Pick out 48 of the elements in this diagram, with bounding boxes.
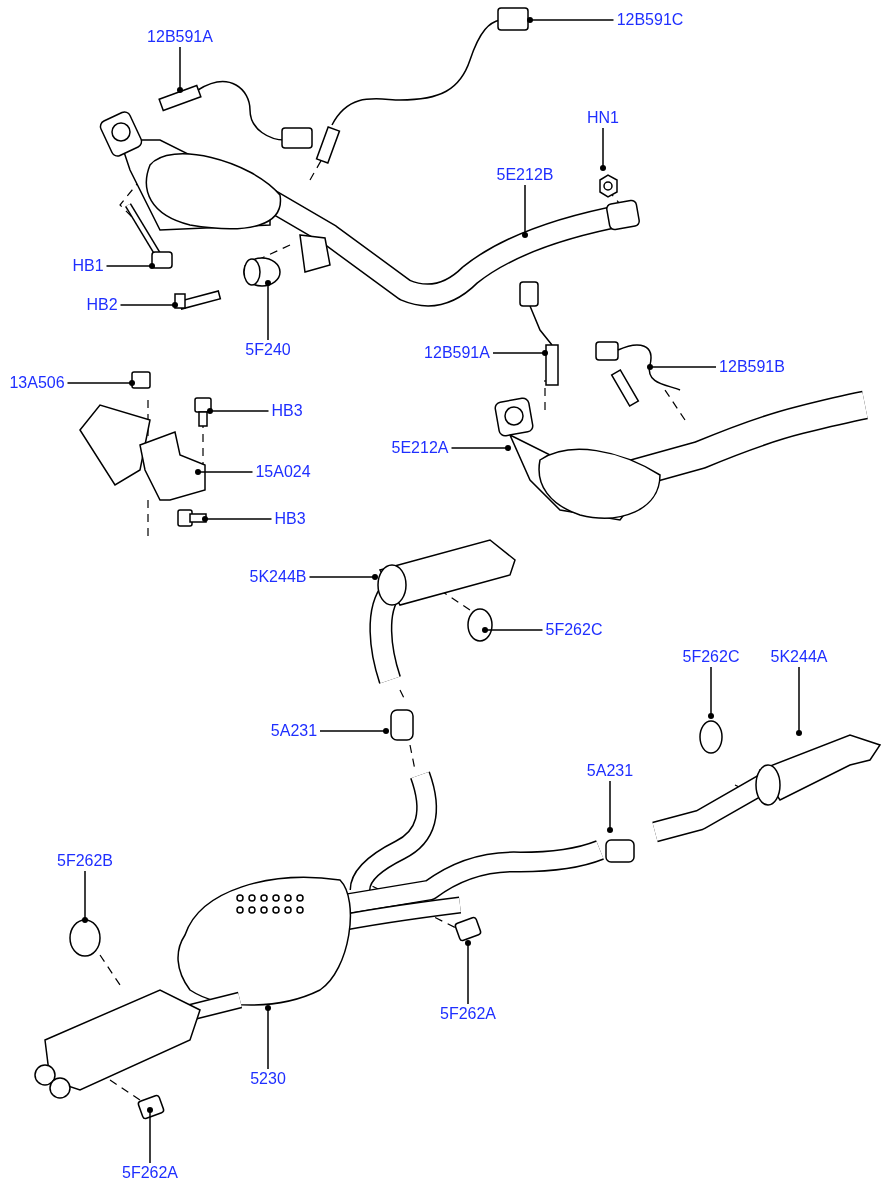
leader-line — [265, 1005, 271, 1070]
leader-line — [82, 870, 88, 923]
callout-number: 12B591B — [719, 358, 785, 376]
leader-line — [207, 408, 270, 414]
callout-number: HB3 — [271, 402, 303, 420]
callout-number: HN1 — [587, 109, 619, 127]
callout-number: 5A231 — [586, 762, 634, 780]
callout-number: 15A024 — [255, 463, 311, 481]
leader-line — [527, 17, 615, 23]
leader-line — [796, 666, 802, 736]
callout-number: 5230 — [250, 1070, 286, 1088]
leader-line — [492, 350, 548, 356]
callout-number: 12B591A — [147, 28, 213, 46]
callout-number: HB3 — [274, 510, 306, 528]
callout-number: 12B591A — [424, 344, 490, 362]
callout-number: 5F262A — [122, 1164, 178, 1182]
leader-line — [522, 184, 528, 238]
leader-line — [450, 445, 511, 451]
leader-line — [202, 516, 273, 522]
callout-number: 5F262B — [57, 852, 113, 870]
callout-number: 5E212A — [391, 439, 449, 457]
leader-line — [177, 46, 183, 93]
callout-number: HB1 — [72, 257, 104, 275]
leader-line — [708, 666, 714, 719]
leader-line — [600, 127, 606, 171]
callout-number: 5F262C — [545, 621, 603, 639]
callout-number: HB2 — [86, 296, 118, 314]
leader-line — [647, 364, 717, 370]
leader-line — [119, 302, 178, 308]
callout-number: 5F240 — [245, 341, 291, 359]
callout-number: 5E212B — [496, 166, 554, 184]
leader-line — [195, 469, 254, 475]
leader-line — [308, 574, 378, 580]
leader-line — [465, 940, 471, 1005]
callout-number: 5K244B — [249, 568, 307, 586]
callout-number: 5A231 — [270, 722, 318, 740]
callout-number: 5F262C — [682, 648, 740, 666]
leader-line — [265, 280, 271, 341]
leader-line — [319, 728, 389, 734]
leader-line — [147, 1107, 153, 1164]
callout-number: 13A506 — [9, 374, 65, 392]
callout-number: 5K244A — [770, 648, 828, 666]
leader-line — [607, 780, 613, 833]
leader-line — [66, 380, 135, 386]
callout-number: 12B591C — [616, 11, 684, 29]
callout-number: 5F262A — [440, 1005, 496, 1023]
leader-line — [105, 263, 155, 269]
leader-line — [482, 627, 544, 633]
